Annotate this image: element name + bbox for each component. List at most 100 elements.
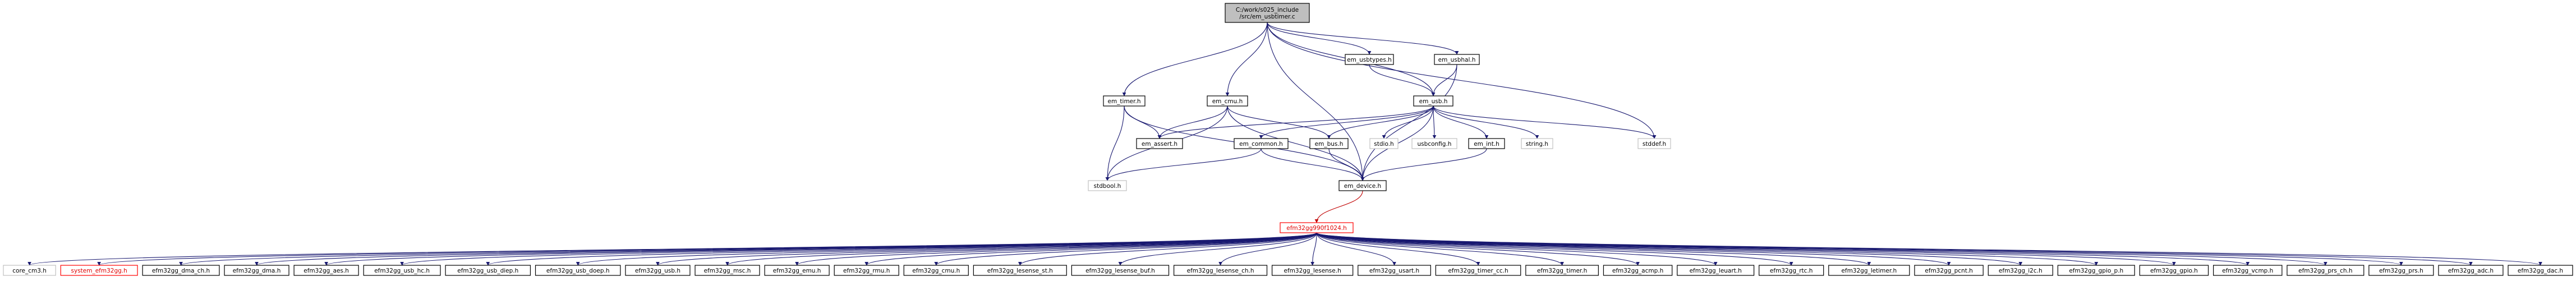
node-em-int-h[interactable]: em_int.h [1468, 138, 1505, 149]
edge-efm32gg_h-to-bottom-25 [1316, 232, 2022, 266]
edge-efm32gg_h-to-bottom-29 [1316, 232, 2327, 266]
node-bottom-13[interactable]: efm32gg_lesense_st.h [973, 265, 1067, 276]
node-bottom-31[interactable]: efm32gg_adc.h [2438, 265, 2504, 276]
node-label: efm32gg_timer_cc.h [1448, 268, 1508, 274]
node-box [1234, 138, 1289, 149]
node-stdbool-h[interactable]: stdbool.h [1088, 180, 1127, 191]
edge-efm32gg_h-to-bottom-17 [1316, 232, 1396, 266]
node-bottom-8[interactable]: efm32gg_usb.h [625, 265, 691, 276]
node-em-device-h[interactable]: em_device.h [1338, 180, 1387, 191]
node-label: efm32gg_prs_ch.h [2298, 268, 2352, 274]
node-box [1103, 95, 1146, 107]
node-label: system_efm32gg.h [71, 268, 127, 274]
node-bottom-17[interactable]: efm32gg_usart.h [1358, 265, 1431, 276]
node-label: efm32gg_usart.h [1369, 268, 1419, 274]
node-bottom-14[interactable]: efm32gg_lesense_buf.h [1071, 265, 1170, 276]
node-label: efm32gg_dma.h [233, 268, 281, 274]
node-usbconfig-h[interactable]: usbconfig.h [1411, 138, 1457, 149]
node-bottom-19[interactable]: efm32gg_timer.h [1525, 265, 1599, 276]
node-bottom-32[interactable]: efm32gg_dac.h [2508, 265, 2573, 276]
node-bottom-27[interactable]: efm32gg_gpio.h [2139, 265, 2209, 276]
node-box [973, 265, 1067, 276]
node-string-h[interactable]: string.h [1521, 138, 1553, 149]
edge-em_timer_h-to-em_assert_h [1124, 105, 1162, 139]
node-bottom-9[interactable]: efm32gg_msc.h [694, 265, 760, 276]
node-label: efm32gg_lesense_ch.h [1187, 268, 1254, 274]
node-bottom-29[interactable]: efm32gg_prs_ch.h [2287, 265, 2365, 276]
node-label: efm32gg_lesense.h [1284, 268, 1341, 274]
node-label: usbconfig.h [1418, 141, 1452, 148]
node-bottom-5[interactable]: efm32gg_usb_hc.h [363, 265, 441, 276]
node-bottom-23[interactable]: efm32gg_letimer.h [1828, 265, 1910, 276]
edge-em_usb_h-to-em_bus_h [1327, 105, 1434, 139]
node-label: efm32gg_rmu.h [843, 268, 890, 274]
node-label: efm32gg_dma_ch.h [152, 268, 210, 274]
node-bottom-18[interactable]: efm32gg_timer_cc.h [1435, 265, 1521, 276]
node-bottom-2[interactable]: efm32gg_dma_ch.h [142, 265, 220, 276]
node-stddef-h[interactable]: stddef.h [1637, 138, 1671, 149]
node-label: efm32gg_usb_diep.h [457, 268, 518, 274]
edge-efm32gg_h-to-bottom-20 [1316, 232, 1640, 266]
node-box [1271, 265, 1354, 276]
node-em-timer-h[interactable]: em_timer.h [1103, 95, 1146, 107]
node-bottom-3[interactable]: efm32gg_dma.h [224, 265, 289, 276]
edge-em_usb_h-to-string_h [1433, 105, 1539, 139]
node-em-usbhal-h[interactable]: em_usbhal.h [1434, 54, 1480, 65]
node-label: efm32gg_dac.h [2518, 268, 2563, 274]
node-em-assert-h[interactable]: em_assert.h [1136, 138, 1183, 149]
node-label: em_device.h [1344, 183, 1381, 190]
node-box [694, 265, 760, 276]
edge-em_cmu_h-to-em_bus_h [1227, 105, 1331, 139]
node-label: em_cmu.h [1212, 98, 1243, 105]
node-box [293, 265, 359, 276]
edge-efm32gg_h-to-bottom-6 [486, 232, 1317, 266]
node-box [224, 265, 289, 276]
node-bottom-16[interactable]: efm32gg_lesense.h [1271, 265, 1354, 276]
node-em-bus-h[interactable]: em_bus.h [1309, 138, 1349, 149]
edge-em_bus_h-to-em_device_h [1328, 148, 1365, 181]
node-label: em_common.h [1239, 141, 1283, 148]
node-bottom-1[interactable]: system_efm32gg.h [60, 265, 138, 276]
edge-efm32gg_h-to-bottom-16 [1310, 232, 1317, 266]
node-bottom-28[interactable]: efm32gg_vcmp.h [2213, 265, 2283, 276]
node-label: em_usbhal.h [1438, 57, 1476, 63]
node-em-usb-h[interactable]: em_usb.h [1413, 95, 1453, 107]
edge-efm32gg_h-to-bottom-22 [1316, 232, 1793, 266]
node-bottom-25[interactable]: efm32gg_i2c.h [1988, 265, 2053, 276]
node-bottom-20[interactable]: efm32gg_acmp.h [1603, 265, 1673, 276]
node-box [1358, 265, 1431, 276]
node-root[interactable]: C:/work/s025_include/src/em_usbtimer.c [1225, 3, 1310, 23]
node-bottom-21[interactable]: efm32gg_leuart.h [1677, 265, 1755, 276]
node-box [1413, 95, 1453, 107]
node-box [764, 265, 830, 276]
node-bottom-6[interactable]: efm32gg_usb_diep.h [445, 265, 531, 276]
node-box [535, 265, 621, 276]
edge-efm32gg_h-to-bottom-14 [1118, 232, 1317, 266]
node-bottom-22[interactable]: efm32gg_rtc.h [1759, 265, 1824, 276]
node-bottom-12[interactable]: efm32gg_cmu.h [903, 265, 969, 276]
node-bottom-0[interactable]: core_cm3.h [3, 265, 56, 276]
node-box [1174, 265, 1268, 276]
node-bottom-24[interactable]: efm32gg_pcnt.h [1914, 265, 1984, 276]
node-bottom-26[interactable]: efm32gg_gpio_p.h [2057, 265, 2135, 276]
edge-efm32gg_h-to-bottom-1 [97, 232, 1317, 266]
node-bottom-15[interactable]: efm32gg_lesense_ch.h [1174, 265, 1268, 276]
node-bottom-7[interactable]: efm32gg_usb_doep.h [535, 265, 621, 276]
node-efm32gg-h[interactable]: efm32gg990f1024.h [1280, 222, 1354, 233]
node-stdio-h[interactable]: stdio.h [1369, 138, 1399, 149]
node-bottom-10[interactable]: efm32gg_emu.h [764, 265, 830, 276]
node-label: em_usbtypes.h [1347, 57, 1392, 63]
node-box [445, 265, 531, 276]
node-label: efm32gg_adc.h [2448, 268, 2494, 274]
edge-efm32gg_h-to-bottom-8 [656, 232, 1317, 266]
node-bottom-11[interactable]: efm32gg_rmu.h [834, 265, 899, 276]
node-box [1280, 222, 1354, 233]
edge-em_usb_h-to-stdio_h [1382, 105, 1434, 139]
node-em-cmu-h[interactable]: em_cmu.h [1207, 95, 1248, 107]
edge-em_cmu_h-to-em_assert_h [1157, 105, 1228, 139]
node-em-usbtypes-h[interactable]: em_usbtypes.h [1345, 54, 1394, 65]
node-bottom-4[interactable]: efm32gg_aes.h [293, 265, 359, 276]
node-box [903, 265, 969, 276]
node-bottom-30[interactable]: efm32gg_prs.h [2368, 265, 2434, 276]
node-em-common-h[interactable]: em_common.h [1234, 138, 1289, 149]
